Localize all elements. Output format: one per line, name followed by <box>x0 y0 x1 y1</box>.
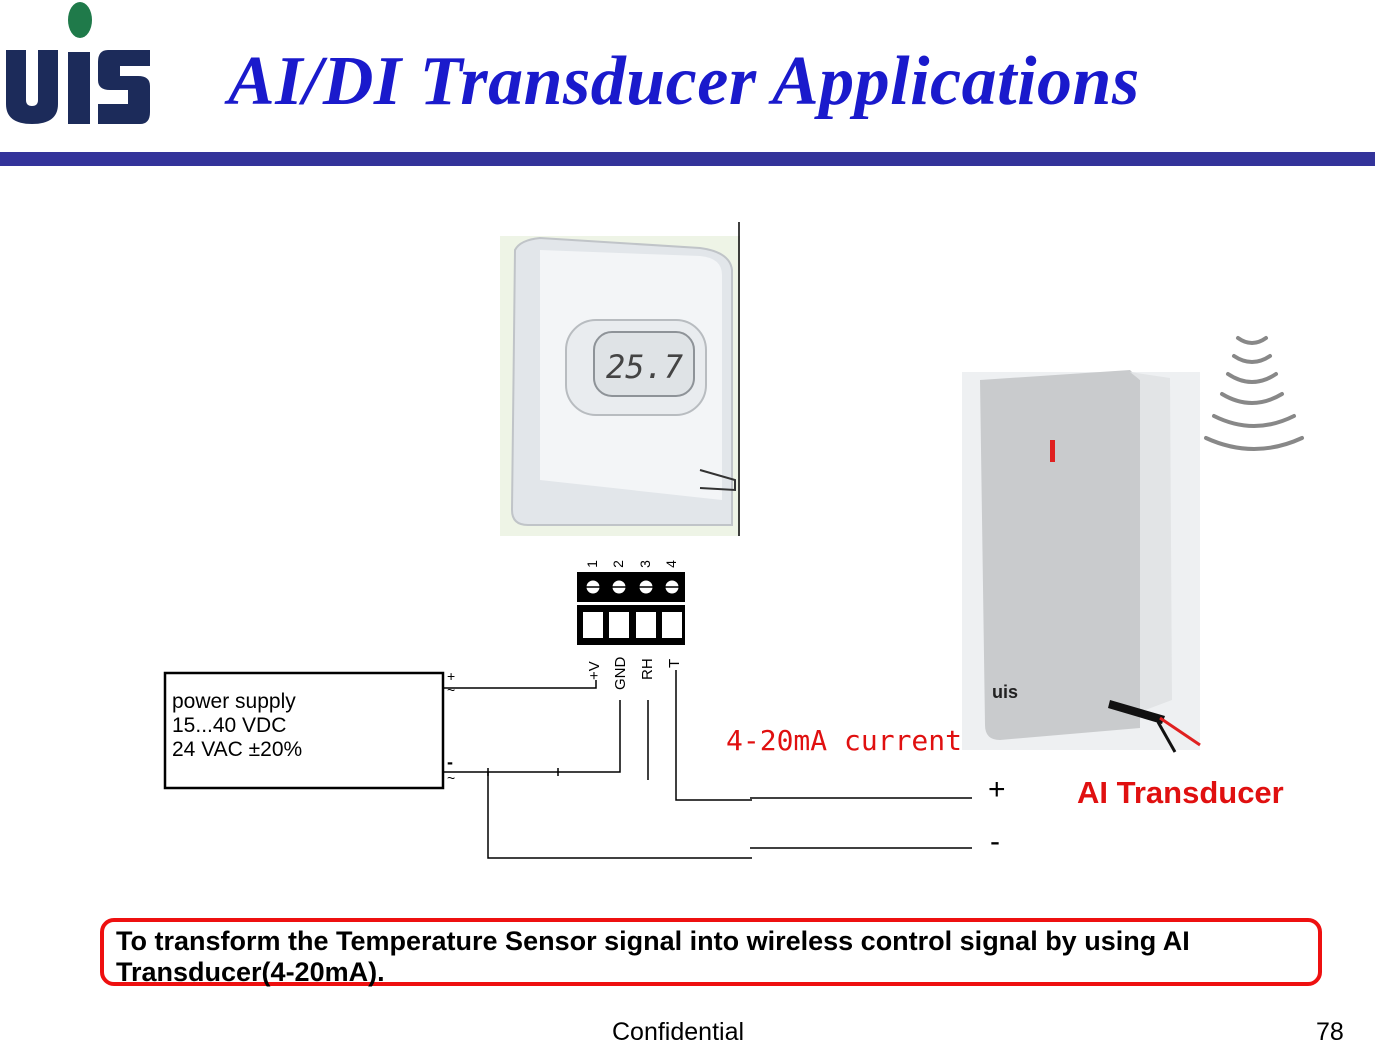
terminal-block <box>577 572 685 645</box>
terminal-number-1: 1 <box>583 560 600 568</box>
power-supply-plus: + <box>447 668 456 684</box>
power-supply-text: power supply 15...40 VDC 24 VAC ±20% <box>172 690 302 762</box>
transducer-logo: uis <box>992 682 1018 702</box>
caption-box <box>100 918 1322 986</box>
sensor-device-image: 25.7 <box>500 222 740 536</box>
plus-label: + <box>988 773 1006 806</box>
footer-confidential: Confidential <box>612 1018 745 1046</box>
page-title: AI/DI Transducer Applications <box>228 43 1140 120</box>
power-supply-line2: 15...40 VDC <box>172 714 287 737</box>
terminal-number-2: 2 <box>609 560 626 568</box>
sensor-display-text: 25.7 <box>606 348 683 386</box>
title-rule <box>0 152 1375 166</box>
terminal-number-3: 3 <box>636 560 653 568</box>
ai-transducer-image: uis <box>962 370 1201 753</box>
wireless-signal-icon <box>1204 336 1304 451</box>
power-supply-tilde-top: ~ <box>447 682 456 698</box>
ai-transducer-label: AI Transducer <box>1077 775 1284 810</box>
minus-label: - <box>990 825 1000 858</box>
power-supply-box <box>163 671 445 790</box>
caption-text: To transform the Temperature Sensor sign… <box>116 926 1190 987</box>
terminal-label-t: T <box>666 658 683 668</box>
terminal-label-v: +V <box>586 661 603 680</box>
power-supply-minus: - <box>447 752 453 772</box>
terminal-label-rh: RH <box>639 658 656 680</box>
terminal-number-4: 4 <box>662 560 679 568</box>
power-supply-line1: power supply <box>172 690 296 713</box>
uis-logo <box>6 2 150 124</box>
power-supply-line3: 24 VAC ±20% <box>172 738 303 761</box>
current-label: 4-20mA current <box>726 724 963 757</box>
terminal-label-gnd: GND <box>612 656 629 690</box>
power-supply-tilde-bottom: ~ <box>447 770 456 786</box>
footer-page-number: 78 <box>1316 1018 1344 1046</box>
